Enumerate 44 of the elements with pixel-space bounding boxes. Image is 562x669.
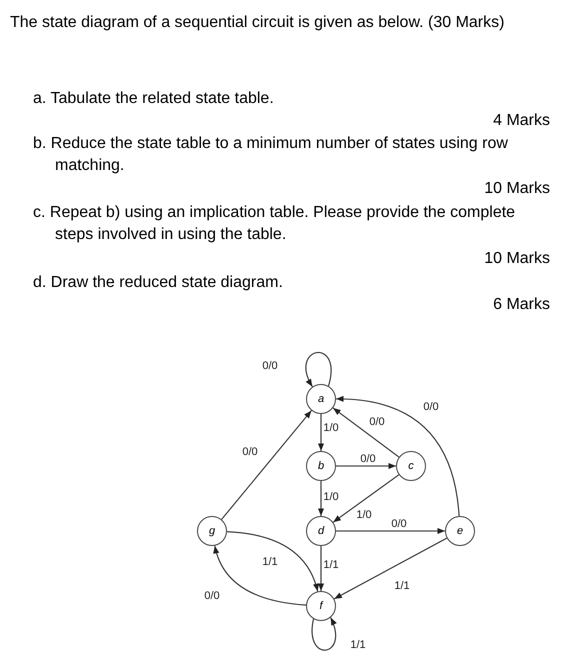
- transition-arrow: [336, 396, 460, 516]
- question-item: c. Repeat b) using an implication table. Please provide the complete steps involved in using the table.: [33, 203, 516, 245]
- edge-label: 1/1: [262, 556, 278, 568]
- edge-label: 1/0: [323, 491, 339, 503]
- question-item: a. Tabulate the related state table.: [33, 89, 275, 109]
- edge-label: 1/0: [356, 509, 372, 521]
- edge-label: 0/0: [423, 401, 439, 413]
- transition-arrow: [318, 546, 324, 591]
- transition-arrow: [312, 617, 336, 651]
- edge-label: 0/0: [242, 446, 258, 458]
- question-item: b. Reduce the state table to a minimum number of states using row matching.: [33, 134, 509, 176]
- state-circle: e: [445, 516, 475, 546]
- transition-arrow: [334, 538, 448, 600]
- transition-arrow: [336, 462, 396, 470]
- transition-arrow: [226, 531, 319, 592]
- transition-arrow: [214, 546, 306, 606]
- edge-label: 1/1: [394, 580, 410, 592]
- state-circle: g: [197, 516, 227, 546]
- transition-arrow: [336, 528, 445, 534]
- edge-label: 0/0: [204, 590, 220, 602]
- marks-label: 10 Marks: [484, 179, 550, 199]
- edge-label: 1/1: [323, 559, 339, 571]
- transition-arrow: [318, 481, 324, 516]
- marks-label: 10 Marks: [484, 249, 550, 269]
- marks-label: 6 Marks: [493, 295, 550, 315]
- marks-label: 4 Marks: [493, 111, 550, 131]
- edge-label: 0/0: [369, 416, 385, 428]
- transition-arrow: [221, 410, 312, 520]
- question-item: d. Draw the reduced state diagram.: [33, 273, 284, 293]
- question-text: The state diagram of a sequential circuit is given as below. (30 Marks): [10, 13, 506, 33]
- edge-label: 1/1: [350, 639, 366, 651]
- edge-label: 0/0: [391, 518, 407, 530]
- transition-arrow: [332, 408, 400, 458]
- transition-arrow: [305, 352, 332, 387]
- transition-arrow: [332, 474, 400, 523]
- edge-label: 0/0: [360, 453, 376, 465]
- transition-arrow: [318, 414, 324, 451]
- state-circle: c: [396, 451, 426, 481]
- state-circle: d: [306, 516, 336, 546]
- state-circle: f: [306, 591, 336, 621]
- state-circle: a: [306, 384, 336, 414]
- edge-label: 0/0: [262, 360, 278, 372]
- state-circle: b: [306, 451, 336, 481]
- edge-label: 1/0: [323, 422, 339, 434]
